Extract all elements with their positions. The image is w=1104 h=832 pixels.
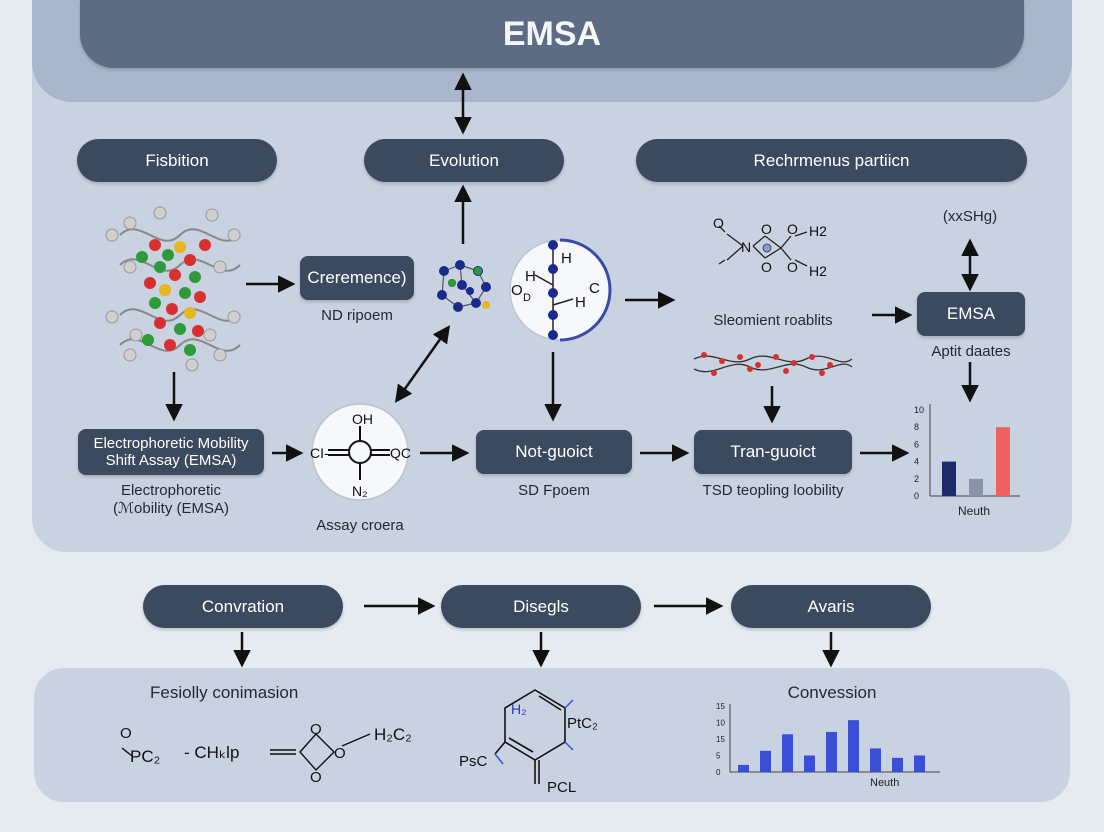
caption-tsd-teopling: TSD teopling loobility (702, 482, 844, 499)
bar-chart-small: 10 8 6 4 2 0 Neuth (914, 404, 1020, 518)
chart2-bar (804, 755, 815, 772)
bl-chklp: - CHₖlp (184, 743, 239, 762)
chart2-bar (914, 755, 925, 772)
pill-convration: Convration (143, 585, 343, 628)
chem-label-xxshg: (xxSHg) (942, 208, 998, 225)
bottom-left-title: Fesiolly conimasion (150, 683, 299, 702)
pill-rechrmenus: Rechrmenus partiicn (636, 139, 1027, 182)
ring-c-right: C (589, 280, 600, 297)
pill-evolution: Evolution (364, 139, 564, 182)
bl-o3: O (334, 745, 346, 762)
chart2-bar (870, 748, 881, 772)
caption-nd-ripoem: ND ripoem (321, 307, 393, 324)
bl-h2c2: H₂C₂ (374, 725, 412, 744)
chem-o-4: O (787, 259, 798, 275)
chem-o-2: O (761, 259, 772, 275)
chart2-tick-label: 15 (716, 735, 725, 744)
chart1-tick-label: 0 (914, 491, 919, 501)
ring-od: O (511, 282, 523, 299)
bm-ptc2: PtC₂ (567, 715, 598, 732)
chart2-bar (826, 731, 837, 772)
chart2-tick-label: 5 (716, 752, 721, 761)
chem-o-3: O (787, 221, 798, 237)
box-emsa-full: Electrophoretic Mobility Shift Assay (EM… (78, 429, 264, 475)
bottom-panel (34, 668, 1070, 802)
chemical-structure-top: O N O O O O H2 H2 (713, 215, 827, 279)
bm-h2: H₂ (511, 701, 527, 717)
chart1-bar (996, 427, 1010, 496)
bottom-left-chem: O PC₂ - CHₖlp O O O H₂C₂ (120, 721, 412, 784)
ring-d: D (523, 292, 531, 304)
box-emsa: EMSA (917, 292, 1025, 336)
chart1-tick-label: 10 (914, 405, 924, 415)
ring-h-top: H (561, 250, 572, 267)
bl-o4: O (310, 769, 322, 784)
chart2-bar (892, 757, 903, 772)
caption-sleomient: Sleomient roablits (713, 312, 833, 329)
bar-chart-bottom: 15 10 15 5 0 Neuth (716, 702, 940, 789)
chart1-tick-label: 2 (914, 474, 919, 484)
arrow-diagonal (394, 325, 451, 403)
chart1-tick-label: 6 (914, 439, 919, 449)
chart2-bar (782, 734, 793, 772)
bl-o2: O (310, 721, 322, 738)
chart1-tick-label: 4 (914, 457, 919, 467)
box-creremence: Creremence) (300, 256, 414, 300)
assay-molecule-illustration: OH CI- QC N₂ (310, 403, 411, 501)
chart1-bar (942, 461, 956, 496)
caption-electrophoretic: Electrophoretic (ℳobility (EMSA) (112, 482, 230, 517)
mol-ci: CI- (310, 445, 329, 461)
chart2-tick-label: 10 (716, 719, 725, 728)
molecule-cluster-illustration (437, 260, 491, 312)
bottom-right-title: Convession (787, 683, 877, 702)
chem-o-left: O (713, 215, 724, 231)
box-tran-guoict: Tran-guoict (694, 430, 852, 474)
chem-h2-top: H2 (809, 223, 827, 239)
mol-oh: OH (352, 411, 373, 427)
wavy-strand-illustration (693, 352, 853, 376)
bl-pc2: PC₂ (130, 747, 160, 766)
chart1-bar (969, 478, 983, 496)
pill-avaris: Avaris (731, 585, 931, 628)
chart1-xlabel: Neuth (958, 504, 990, 518)
ring-h-mid: H (575, 294, 586, 311)
chart2-bar (848, 720, 859, 772)
chart2-xlabel: Neuth (870, 777, 899, 789)
bm-pcl: PCL (547, 779, 576, 796)
ring-molecule-illustration: H H C O D H (509, 238, 612, 342)
chart2-bar (738, 764, 749, 772)
box-not-guoict: Not-guoict (476, 430, 632, 474)
caption-sd-fpoem: SD Fpoem (518, 482, 590, 499)
chart2-tick-label: 15 (716, 702, 725, 711)
mol-n2: N₂ (352, 483, 368, 499)
chart2-bar (760, 750, 771, 772)
ring-h-left: H (525, 268, 536, 285)
chart1-tick-label: 8 (914, 422, 919, 432)
chem-h2-bottom: H2 (809, 263, 827, 279)
bm-psco: PsC (459, 753, 488, 770)
caption-aptit: Aptit daates (931, 343, 1011, 360)
chem-n: N (741, 239, 751, 255)
bl-o: O (120, 725, 132, 742)
dna-molecule-illustration (105, 206, 241, 372)
pill-disegls: Disegls (441, 585, 641, 628)
pill-fisbition: Fisbition (77, 139, 277, 182)
chem-o-1: O (761, 221, 772, 237)
mol-qc: QC (390, 445, 411, 461)
chart2-tick-label: 0 (716, 768, 721, 777)
caption-assay-croera: Assay croera (316, 517, 404, 534)
bottom-mid-chem: H₂ PtC₂ PsC PCL (459, 689, 598, 796)
page-title: EMSA (80, 0, 1024, 68)
